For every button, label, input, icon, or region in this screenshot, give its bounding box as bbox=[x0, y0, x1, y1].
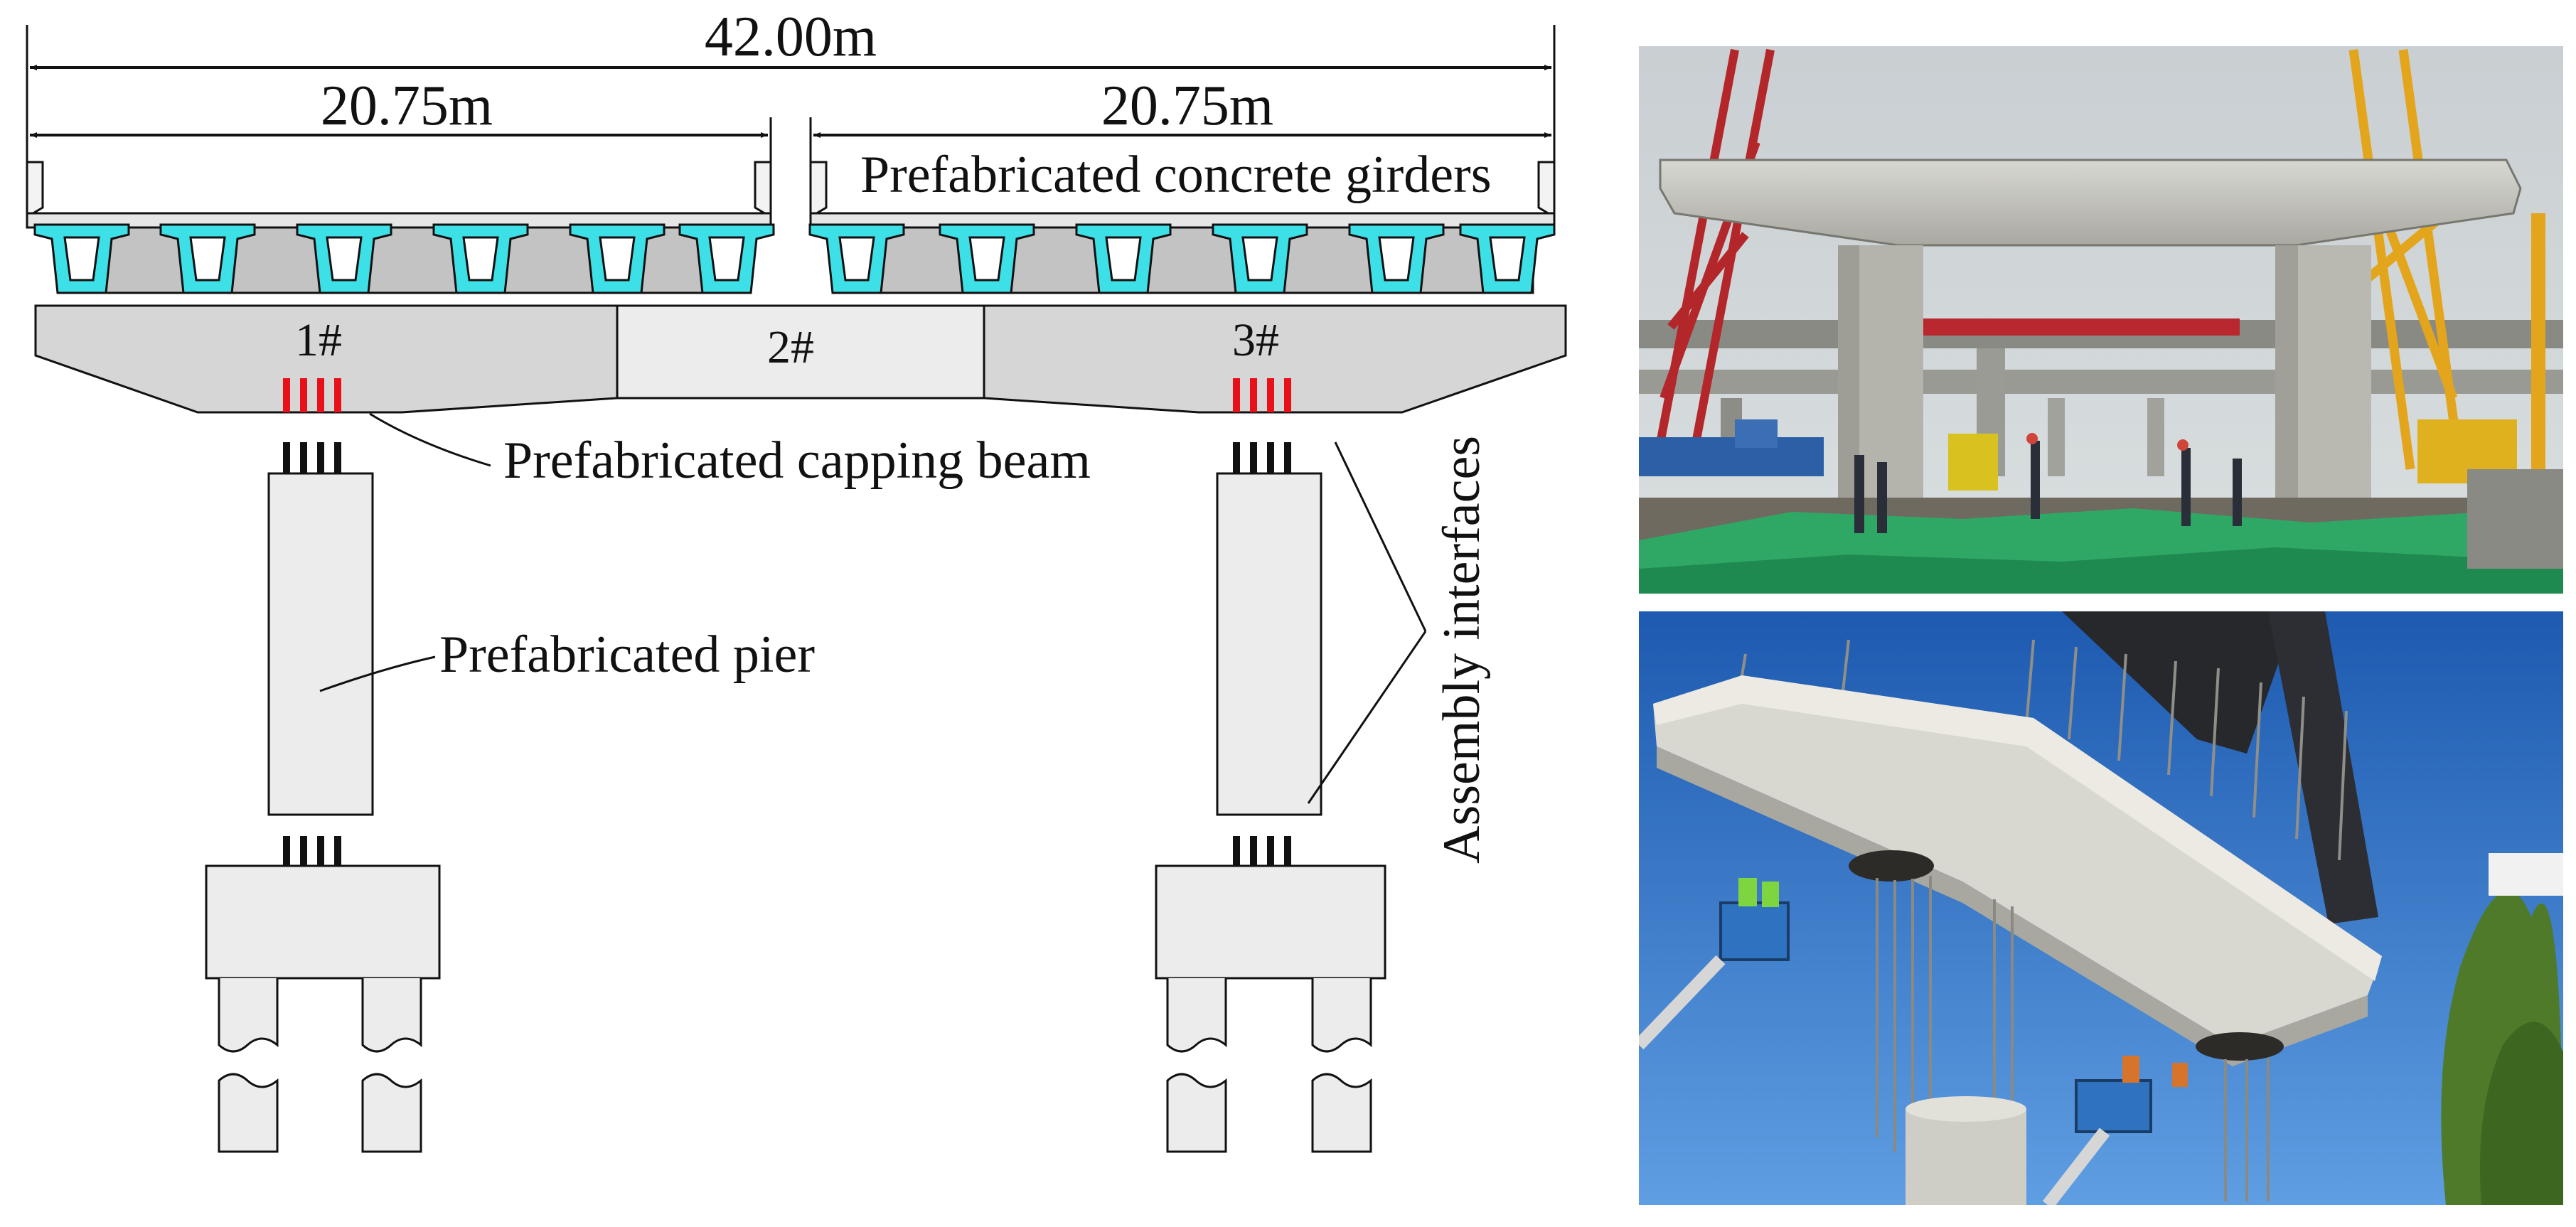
capping-beam: 1# 2# 3# bbox=[34, 304, 1567, 414]
pile-cap-right bbox=[1155, 864, 1386, 980]
girder-section bbox=[296, 223, 392, 294]
dimension-total: 42.00m bbox=[26, 6, 1556, 164]
rebar-black-pier-top-left bbox=[283, 442, 341, 473]
label-capping-beam: Prefabricated capping beam bbox=[503, 432, 1091, 490]
girder-section bbox=[33, 223, 130, 294]
girder-section bbox=[1212, 223, 1308, 294]
dimension-left-label: 20.75m bbox=[321, 75, 493, 137]
leader-interfaces bbox=[1307, 441, 1427, 804]
photo-bottom-capping-beam-lifting bbox=[1639, 611, 2563, 1205]
cap-segment-2 bbox=[616, 304, 985, 400]
pier-right bbox=[1155, 472, 1386, 1153]
segment-label-1: 1# bbox=[295, 314, 342, 366]
segment-label-3: 3# bbox=[1232, 314, 1279, 366]
piles-left bbox=[218, 978, 422, 1153]
girder-section bbox=[808, 223, 905, 294]
label-interfaces: Assembly interfaces bbox=[1433, 436, 1491, 864]
label-girders: Prefabricated concrete girders bbox=[860, 146, 1492, 204]
rebar-red-cap-left bbox=[283, 378, 341, 412]
label-pier: Prefabricated pier bbox=[439, 626, 815, 684]
piles-right bbox=[1166, 978, 1372, 1153]
girder-section bbox=[569, 223, 666, 294]
girder-section bbox=[1459, 223, 1556, 294]
rebar-black-pilecap-right bbox=[1233, 836, 1291, 866]
leader-pier bbox=[319, 655, 436, 692]
dimension-right-label: 20.75m bbox=[1101, 75, 1273, 137]
leader-capping-beam bbox=[369, 412, 491, 467]
rebar-black-pier-top-right bbox=[1233, 442, 1291, 473]
dimension-right-span: 20.75m bbox=[809, 75, 1551, 165]
girders bbox=[33, 223, 1556, 294]
cap-segment-3 bbox=[983, 304, 1567, 414]
girder-section bbox=[432, 223, 529, 294]
girder-section bbox=[1348, 223, 1445, 294]
pier-left bbox=[205, 472, 441, 1153]
girder-section bbox=[159, 223, 256, 294]
rebar-black-pilecap-left bbox=[283, 836, 341, 866]
pile-cap-left bbox=[205, 864, 441, 980]
photo-top-construction-site bbox=[1639, 46, 2563, 594]
girder-section bbox=[939, 223, 1035, 294]
dimension-total-label: 42.00m bbox=[705, 6, 877, 68]
dimension-left-span: 20.75m bbox=[30, 75, 772, 165]
segment-label-2: 2# bbox=[767, 321, 814, 373]
rebar-red-cap-right bbox=[1233, 378, 1291, 412]
girder-section bbox=[1075, 223, 1172, 294]
girder-section bbox=[678, 223, 775, 294]
